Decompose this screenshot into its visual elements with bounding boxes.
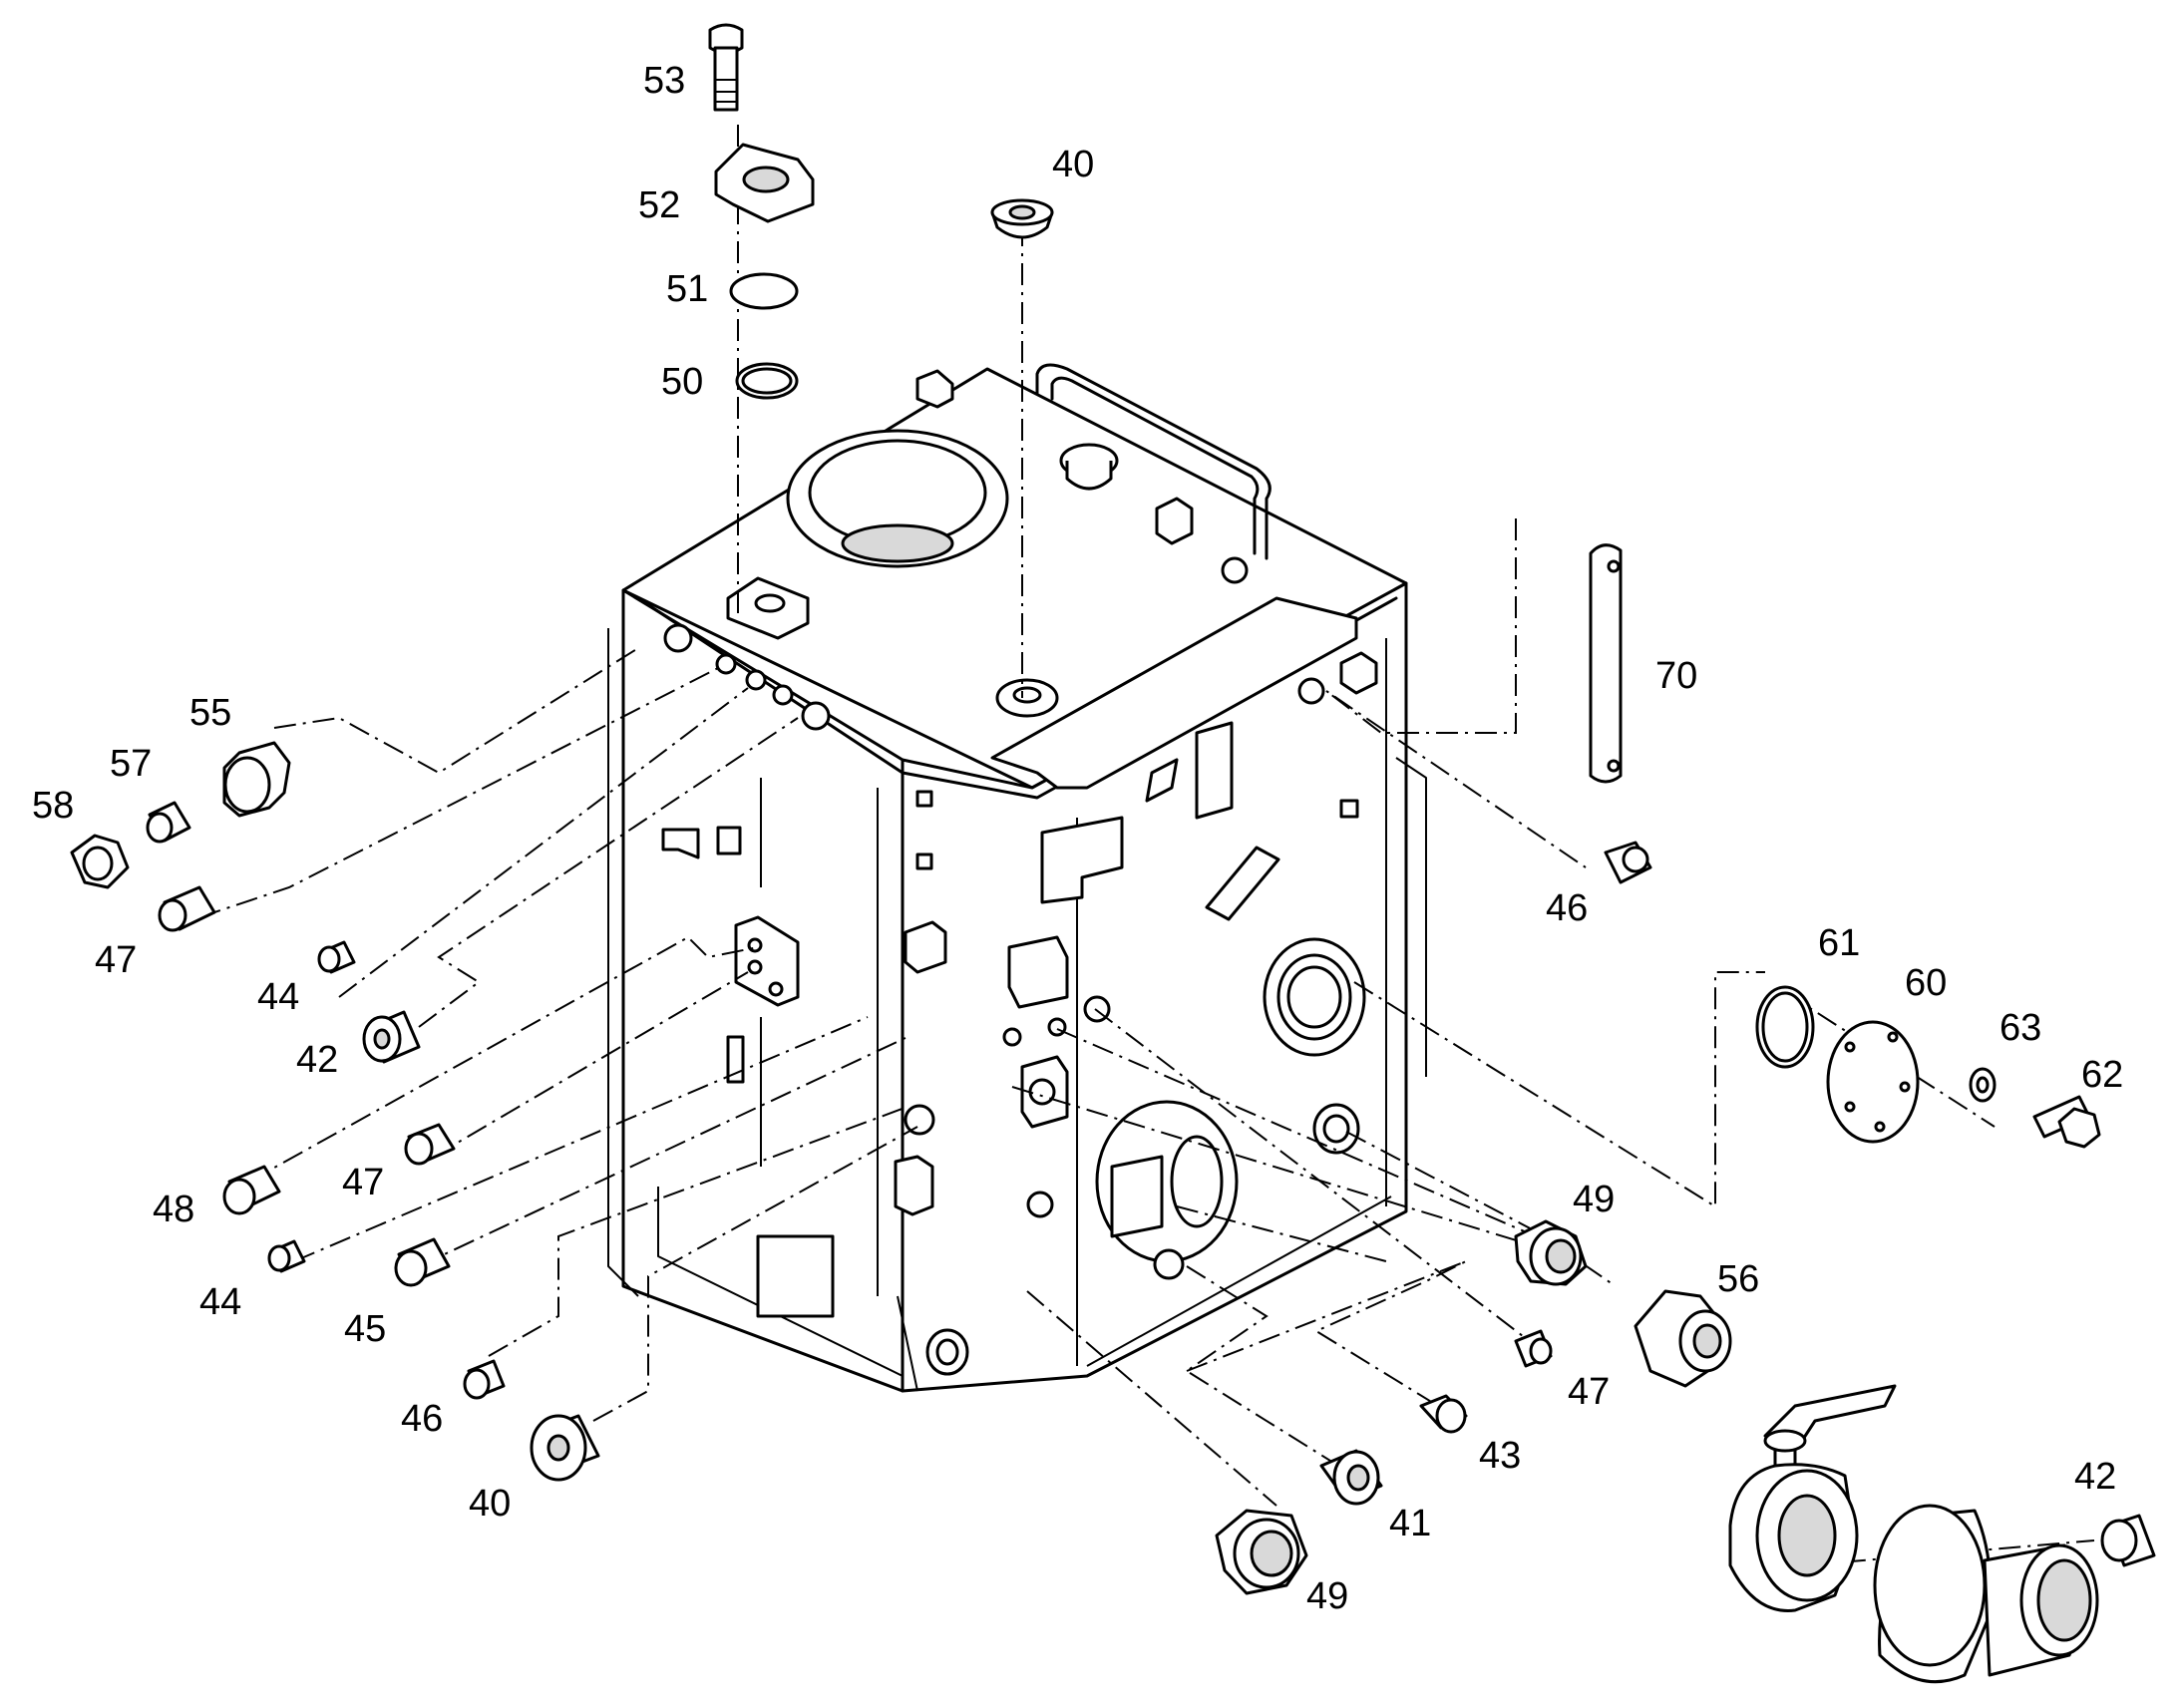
label-46-right: 46: [1546, 887, 1588, 929]
label-48: 48: [153, 1189, 194, 1230]
label-44-a: 44: [257, 976, 299, 1018]
label-51: 51: [666, 268, 708, 310]
part-70-rod: [1589, 543, 1623, 784]
part-47-nipple-a: [158, 885, 216, 932]
label-46-b: 46: [401, 1398, 443, 1440]
part-62-bolt: [2032, 1095, 2101, 1149]
label-42-b: 42: [2074, 1456, 2116, 1498]
part-40-top-plug: [990, 198, 1054, 239]
part-50-ring: [735, 362, 799, 400]
part-48-nipple: [222, 1165, 281, 1215]
label-47-b: 47: [342, 1162, 384, 1203]
part-51-disc: [729, 272, 799, 310]
label-50: 50: [661, 361, 703, 403]
part-40-bottom-plug: [530, 1414, 600, 1482]
part-44-plug-a: [317, 940, 356, 974]
label-45: 45: [344, 1308, 386, 1350]
label-49-a: 49: [1573, 1179, 1615, 1220]
part-43-plug: [1419, 1394, 1468, 1434]
label-70: 70: [1655, 655, 1697, 697]
part-52-flange: [714, 143, 815, 223]
label-61: 61: [1818, 922, 1860, 964]
label-47-c: 47: [1568, 1371, 1610, 1413]
part-58-nut: [70, 834, 130, 889]
label-43: 43: [1479, 1435, 1521, 1477]
part-60-cover: [1826, 1020, 1920, 1144]
part-47-nipple-b: [404, 1123, 456, 1166]
part-46-plug-b: [463, 1359, 506, 1400]
part-labels: 53 52 51 50 40 70 55 57 58 47 44 42 46 6…: [32, 60, 2123, 1617]
label-53: 53: [643, 60, 685, 102]
label-40-b: 40: [469, 1483, 511, 1525]
label-58: 58: [32, 785, 74, 827]
part-42-cap-a: [362, 1010, 421, 1064]
label-52: 52: [638, 184, 680, 226]
label-44-b: 44: [199, 1281, 241, 1323]
part-61-oring: [1755, 985, 1815, 1069]
label-60: 60: [1905, 962, 1947, 1004]
part-63-washer: [1969, 1067, 1997, 1103]
part-47-nipple-c: [1514, 1329, 1553, 1368]
label-47-a: 47: [95, 939, 137, 981]
part-57-sleeve: [146, 801, 191, 844]
part-44-plug-b: [267, 1239, 306, 1273]
valve-assembly: [1728, 1384, 2099, 1684]
leader-lines: [198, 125, 2095, 1566]
label-62: 62: [2081, 1054, 2123, 1096]
label-56: 56: [1717, 1258, 1759, 1300]
part-53-bolt: [708, 23, 744, 112]
label-49-b: 49: [1306, 1575, 1348, 1617]
part-49-fitting-a: [1514, 1219, 1588, 1286]
part-46-right-plug: [1604, 841, 1652, 884]
part-55-fitting: [222, 741, 291, 818]
label-63: 63: [1999, 1007, 2041, 1049]
part-49-fitting-b: [1215, 1509, 1308, 1595]
label-40-top: 40: [1052, 144, 1094, 185]
part-41-plug: [1319, 1449, 1383, 1506]
label-57: 57: [110, 743, 152, 785]
part-56-adapter: [1634, 1289, 1732, 1388]
label-42-a: 42: [296, 1039, 338, 1081]
housing: [607, 363, 1427, 1393]
part-45-nipple: [394, 1237, 451, 1287]
label-41: 41: [1389, 1503, 1431, 1544]
label-55: 55: [189, 692, 231, 734]
part-42-cap-b: [2100, 1514, 2156, 1567]
